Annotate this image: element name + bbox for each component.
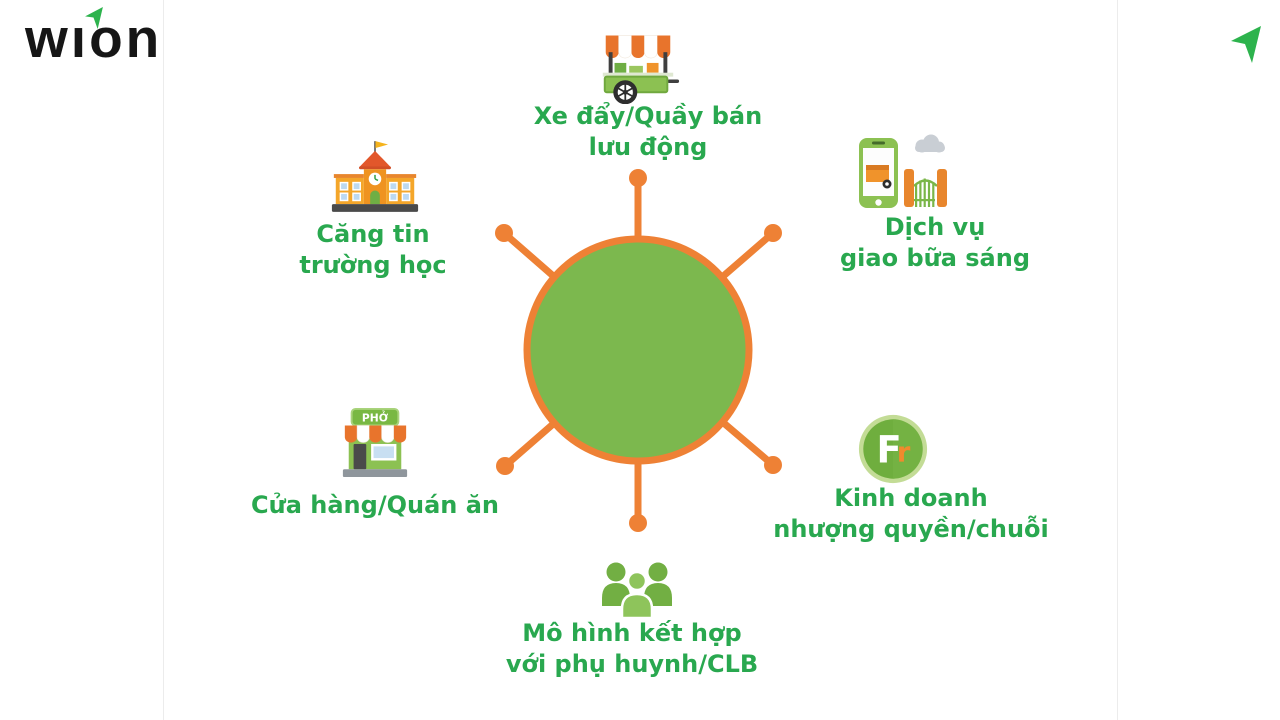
node-label-shop-restaurant: Cửa hàng/Quán ăn	[251, 491, 499, 519]
franchise-badge-icon: F r	[858, 414, 928, 484]
left-margin-divider	[163, 0, 164, 720]
people-group-icon	[602, 562, 672, 620]
cloud-icon	[915, 134, 945, 153]
school-icon	[331, 141, 419, 212]
shop-sign-text: PHỞ	[362, 411, 389, 425]
svg-text:F: F	[876, 429, 901, 472]
right-margin-divider	[1117, 0, 1118, 720]
phone-delivery-icon	[859, 134, 947, 208]
brand-logo-text: wıon	[25, 7, 163, 69]
brand-logo: wıon	[25, 6, 162, 70]
hub-circle	[523, 235, 753, 465]
arrow-up-right-icon	[1231, 26, 1261, 63]
storefront-icon: PHỞ	[342, 407, 408, 478]
food-cart-icon	[602, 35, 680, 104]
svg-text:r: r	[897, 438, 911, 469]
brand-flag-arrow-icon	[85, 7, 103, 29]
hub-spoke-dots	[495, 169, 782, 532]
hub-diagram	[495, 169, 782, 532]
